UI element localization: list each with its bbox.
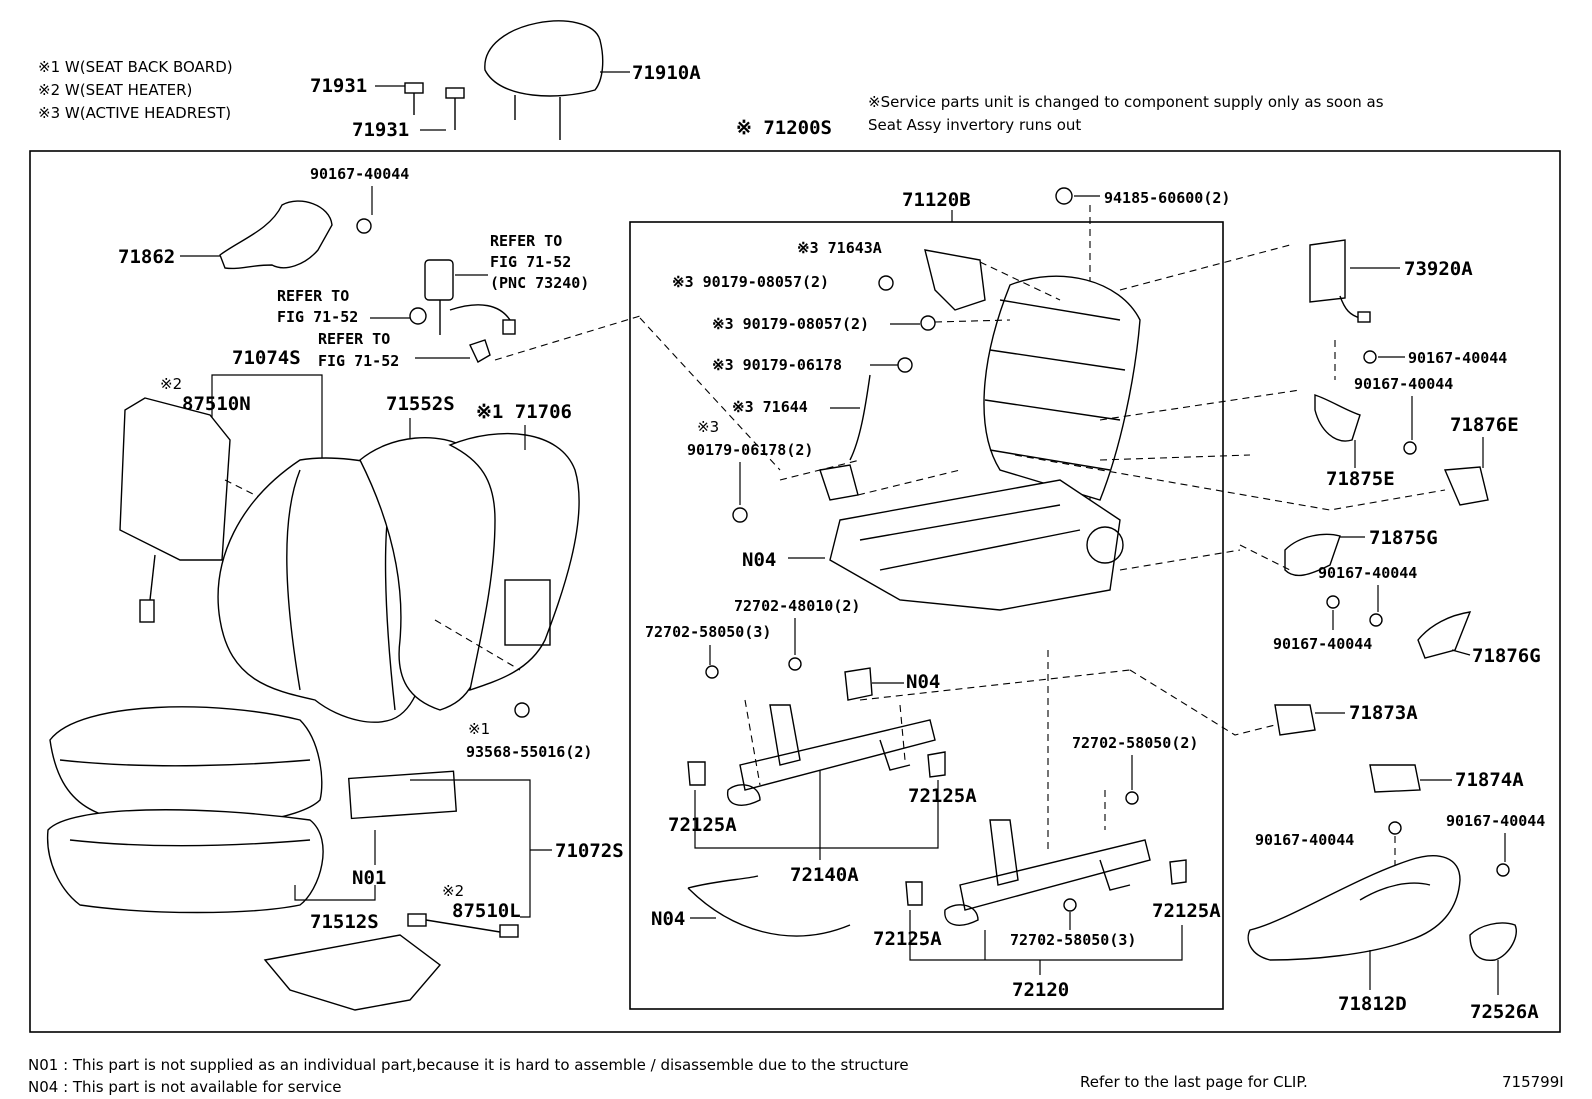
- side-shield-71812d-drawing: [1247, 855, 1461, 961]
- ref-note-3-line-1: REFER TO: [318, 330, 390, 348]
- bracket-71873a-shape: [1274, 704, 1316, 736]
- cover-71875e-drawing: [1314, 394, 1361, 442]
- label-87510l: 87510L: [452, 900, 521, 922]
- label-90167-top: 90167-40044: [310, 165, 409, 183]
- label-71074s: 71074S: [232, 347, 301, 369]
- mark-93568: ※1: [468, 720, 490, 738]
- cover-71876e-shape: [1443, 466, 1489, 506]
- label-72702-48010: 72702-48010(2): [734, 597, 860, 615]
- footer-clip-note: Refer to the last page for CLIP.: [1080, 1073, 1308, 1091]
- headrest-drawing: [484, 20, 604, 140]
- label-71874a: 71874A: [1455, 769, 1524, 791]
- label-71875g: 71875G: [1369, 527, 1438, 549]
- label-72125a-a: 72125A: [668, 814, 737, 836]
- mark-87510l: ※2: [442, 882, 464, 900]
- service-note-line-2: Seat Assy invertory runs out: [868, 116, 1081, 134]
- label-72125a-b: 72125A: [908, 785, 977, 807]
- bolt-shape: [356, 218, 372, 234]
- label-90167-r1: 90167-40044: [1408, 349, 1507, 367]
- mark-90179-06178-b: ※3: [697, 418, 719, 436]
- label-n04-b: N04: [906, 671, 940, 693]
- label-71120b: 71120B: [902, 189, 971, 211]
- label-72702-58050-a: 72702-58050(3): [645, 623, 771, 641]
- bracket-71874a-shape: [1369, 764, 1421, 793]
- label-71873a: 71873A: [1349, 702, 1418, 724]
- label-87510n: 87510N: [182, 393, 251, 415]
- label-73920a: 73920A: [1404, 258, 1473, 280]
- label-72120: 72120: [1012, 979, 1069, 1001]
- ref-note-1-line-1: REFER TO: [490, 232, 562, 250]
- label-72526a: 72526A: [1470, 1001, 1539, 1023]
- label-90179-08057-b: ※3 90179-08057(2): [712, 315, 869, 333]
- slide-rail-right-drawing: [944, 819, 1151, 926]
- label-71512s: 71512S: [310, 911, 379, 933]
- label-71643a: ※3 71643A: [797, 239, 882, 257]
- assembly-label: ※ 71200S: [736, 117, 832, 139]
- seat-frame-group-box: [629, 221, 1224, 1010]
- seat-heater-back-drawing: [119, 397, 231, 623]
- figure-id: 715799I: [1502, 1073, 1564, 1091]
- legend-note-3: ※3 W(ACTIVE HEADREST): [38, 104, 231, 122]
- label-71072s: 71072S: [555, 840, 624, 862]
- label-71910a: 71910A: [632, 62, 701, 84]
- label-71875e: 71875E: [1326, 468, 1395, 490]
- seat-frame-drawing: [829, 275, 1141, 611]
- ref-note-2-line-1: REFER TO: [277, 287, 349, 305]
- cover-71876g-shape: [1417, 611, 1472, 659]
- seatbelt-buckle-drawing: [424, 259, 516, 335]
- seat-cushion-drawing: [46, 706, 324, 914]
- ref-note-3-line-2: FIG 71-52: [318, 352, 399, 370]
- label-94185: 94185-60600(2): [1104, 189, 1230, 207]
- knob-72526a-shape: [1469, 922, 1517, 962]
- label-n04-a: N04: [742, 549, 776, 571]
- label-72125a-c: 72125A: [1152, 900, 1221, 922]
- label-71876e: 71876E: [1450, 414, 1519, 436]
- legend-note-2: ※2 W(SEAT HEATER): [38, 81, 192, 99]
- slide-rail-left-drawing: [726, 704, 936, 806]
- ref-note-2-line-2: FIG 71-52: [277, 308, 358, 326]
- label-90179-08057-a: ※3 90179-08057(2): [672, 273, 829, 291]
- legend-note-1: ※1 W(SEAT BACK BOARD): [38, 58, 233, 76]
- footer-n04-note: N04 : This part is not available for ser…: [28, 1078, 342, 1096]
- label-71706: ※1 71706: [476, 401, 572, 423]
- label-90167-r3: 90167-40044: [1318, 564, 1417, 582]
- label-71931-upper: 71931: [310, 75, 367, 97]
- cover-71862-drawing: [219, 200, 333, 270]
- label-72702-58050-c: 72702-58050(3): [1010, 931, 1136, 949]
- headrest-support-drawing: [404, 82, 465, 130]
- cover-71875g-shape: [1284, 533, 1341, 577]
- ref-note-1-line-2: FIG 71-52: [490, 253, 571, 271]
- label-90167-r5: 90167-40044: [1446, 812, 1545, 830]
- label-71812d: 71812D: [1338, 993, 1407, 1015]
- wire-n04-drawing: [687, 875, 851, 937]
- label-90179-06178-a: ※3 90179-06178: [712, 356, 842, 374]
- label-90179-06178-b: 90179-06178(2): [687, 441, 813, 459]
- label-90167-r4: 90167-40044: [1273, 635, 1372, 653]
- mark-87510n: ※2: [160, 375, 182, 393]
- label-90167-r2: 90167-40044: [1354, 375, 1453, 393]
- seat-cushion-pad-drawing: [347, 770, 458, 820]
- label-72702-58050-b: 72702-58050(2): [1072, 734, 1198, 752]
- label-93568: 93568-55016(2): [466, 743, 592, 761]
- label-71931-lower: 71931: [352, 119, 409, 141]
- seat-back-pad-drawing: [359, 432, 580, 711]
- ref-note-1-line-3: (PNC 73240): [490, 274, 589, 292]
- label-n01: N01: [352, 867, 386, 889]
- label-72125a-d: 72125A: [873, 928, 942, 950]
- label-72140a: 72140A: [790, 864, 859, 886]
- label-71644: ※3 71644: [732, 398, 808, 416]
- seat-assembly-frame: [29, 150, 1561, 1033]
- footer-n01-note: N01 : This part is not supplied as an in…: [28, 1056, 909, 1074]
- label-71862: 71862: [118, 246, 175, 268]
- airbag-73920a-drawing: [1309, 239, 1371, 323]
- seat-heater-cushion-drawing: [263, 913, 519, 1011]
- service-note-line-1: ※Service parts unit is changed to compon…: [868, 93, 1384, 111]
- label-90167-r6: 90167-40044: [1255, 831, 1354, 849]
- label-71552s: 71552S: [386, 393, 455, 415]
- label-n04-c: N04: [651, 908, 685, 930]
- label-71876g: 71876G: [1472, 645, 1541, 667]
